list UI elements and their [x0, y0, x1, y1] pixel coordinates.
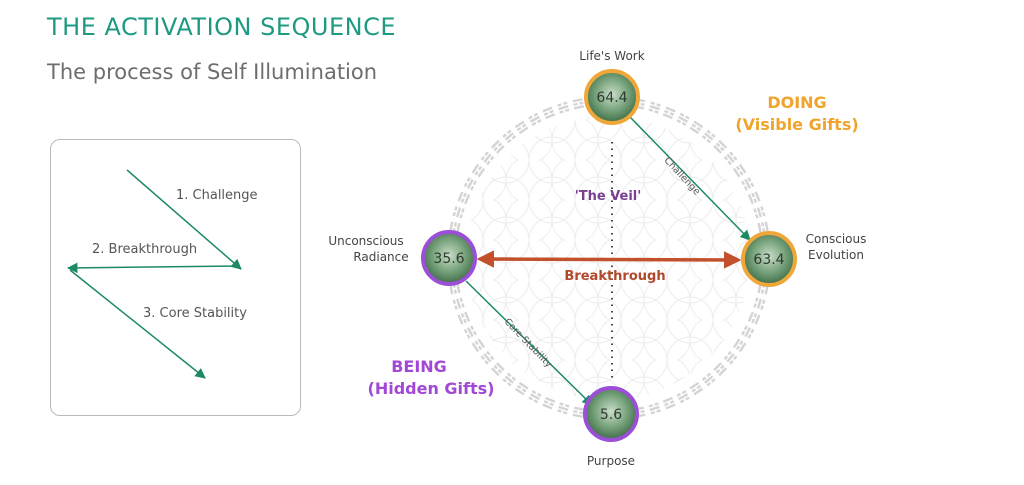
hexagram-glyph	[732, 163, 747, 178]
node-unconscious-radiance-label-1: Unconscious	[328, 234, 403, 248]
hexagram-glyph	[701, 129, 716, 144]
hexagram-glyph	[528, 390, 542, 404]
hexagram-glyph	[747, 191, 761, 205]
hexagram-glyph	[490, 362, 505, 377]
hexagram-glyph	[572, 98, 585, 110]
node-lifes-work: 64.4	[584, 69, 640, 125]
hexagram-glyph	[542, 106, 556, 120]
node-conscious-evolution: 63.4	[741, 231, 797, 287]
hexagram-glyph	[452, 206, 465, 219]
being-label: BEING	[391, 357, 447, 376]
page-subtitle: The process of Self Illumination	[47, 60, 378, 84]
node-purpose-label: Purpose	[587, 454, 635, 468]
hexagram-glyph	[723, 350, 738, 365]
hexagram-glyph	[676, 112, 690, 126]
node-unconscious-radiance-label-2: Radiance	[353, 250, 408, 264]
hexagram-glyph	[662, 396, 676, 410]
page-title: THE ACTIVATION SEQUENCE	[47, 13, 397, 41]
legend-step-challenge: 1. Challenge	[176, 188, 258, 203]
legend-breakthrough-arrow	[66, 262, 239, 274]
core-stability-arrow	[465, 280, 593, 406]
hexagram-glyph	[732, 338, 747, 353]
node-lifes-work-label: Life's Work	[579, 49, 644, 63]
node-lifes-work-value: 64.4	[596, 90, 627, 106]
hexagram-glyph	[723, 151, 738, 166]
hexagram-glyph	[689, 381, 704, 396]
hexagram-glyph	[490, 139, 505, 154]
node-conscious-evolution-value: 63.4	[753, 252, 784, 268]
legend-panel	[50, 139, 301, 416]
node-purpose: 5.6	[583, 386, 639, 442]
hexagram-glyph	[753, 297, 766, 310]
node-unconscious-radiance: 35.6	[421, 230, 477, 286]
hexagram-glyph	[741, 177, 755, 191]
node-conscious-evolution-label-2: Evolution	[808, 248, 864, 262]
visible-gifts-label: (Visible Gifts)	[735, 115, 858, 134]
hexagram-glyph	[557, 402, 570, 415]
hexagram-glyph	[713, 139, 728, 154]
hexagram-glyph	[528, 112, 542, 126]
hexagram-glyph	[713, 362, 728, 377]
hidden-gifts-label: (Hidden Gifts)	[368, 379, 495, 398]
hexagram-glyph	[689, 120, 704, 135]
hexagram-glyph	[557, 101, 570, 114]
hexagram-glyph	[514, 381, 529, 396]
challenge-arrow	[629, 116, 751, 241]
hexagram-glyph	[648, 101, 661, 114]
doing-label: DOING	[767, 93, 826, 112]
legend-core-stability-arrow	[69, 269, 206, 379]
hexagram-glyph	[502, 372, 517, 387]
hexagram-glyph	[463, 177, 477, 191]
hexagram-glyph	[676, 390, 690, 404]
node-unconscious-radiance-value: 35.6	[433, 251, 464, 267]
hexagram-glyph	[452, 297, 465, 310]
hexagram-glyph	[502, 129, 517, 144]
hexagram-glyph	[480, 350, 495, 365]
legend-challenge-arrow	[126, 169, 242, 270]
hexagram-glyph	[542, 396, 556, 410]
breakthrough-arrow	[476, 250, 742, 269]
hexagram-glyph	[572, 406, 585, 418]
veil-label: 'The Veil'	[575, 189, 642, 204]
hexagram-glyph	[747, 311, 761, 325]
breakthrough-label: Breakthrough	[564, 269, 665, 284]
hexagram-glyph	[662, 106, 676, 120]
hexagram-glyph	[701, 372, 716, 387]
hexagram-glyph	[449, 221, 461, 234]
node-purpose-value: 5.6	[600, 407, 622, 423]
hexagram-glyph	[471, 163, 486, 178]
hexagram-glyph	[457, 191, 471, 205]
hexagram-glyph	[753, 206, 766, 219]
hexagram-glyph	[463, 325, 477, 339]
legend-step-breakthrough: 2. Breakthrough	[92, 242, 197, 257]
hexagram-glyph	[514, 120, 529, 135]
hexagram-glyph	[480, 151, 495, 166]
legend-arrows	[66, 169, 242, 379]
hexagram-glyph	[648, 402, 661, 415]
node-conscious-evolution-label-1: Conscious	[806, 232, 867, 246]
legend-step-core-stability: 3. Core Stability	[143, 306, 247, 321]
hexagram-glyph	[457, 311, 471, 325]
hexagram-glyph	[741, 325, 755, 339]
hexagram-glyph	[471, 338, 486, 353]
hexagram-glyph	[449, 282, 461, 295]
